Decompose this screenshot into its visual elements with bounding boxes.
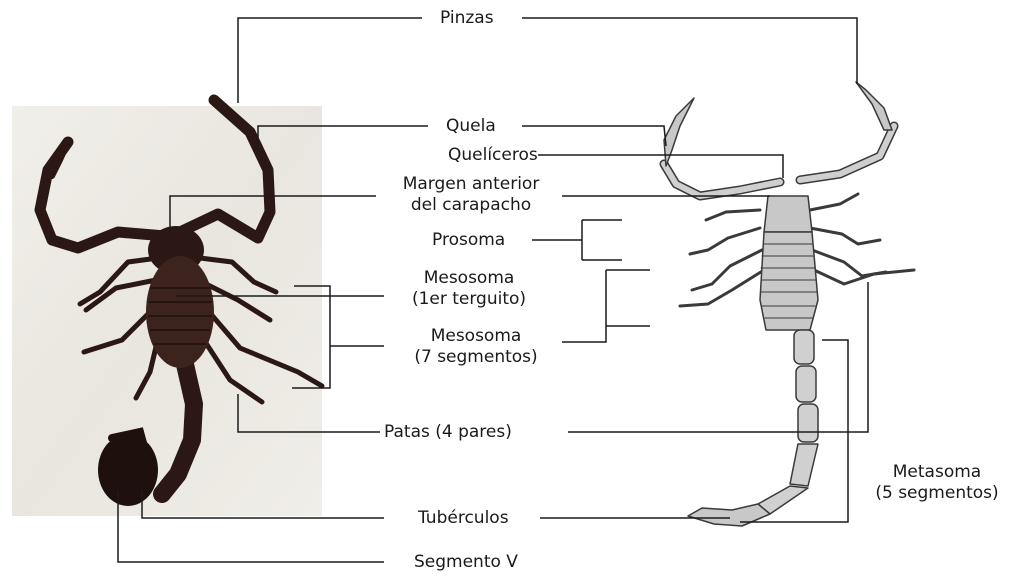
label-queliceros: Quelíceros [448, 145, 538, 166]
label-mesosoma-1-line1: Mesosoma [392, 268, 546, 289]
label-mesosoma-7-line2: (7 segmentos) [394, 347, 558, 368]
scorpion-photo [12, 100, 322, 516]
label-margen-line1: Margen anterior [388, 174, 554, 195]
label-mesosoma-1er-terguito: Mesosoma (1er terguito) [392, 268, 546, 310]
label-mesosoma-1-line2: (1er terguito) [392, 289, 546, 310]
label-margen-anterior: Margen anterior del carapacho [388, 174, 554, 216]
label-metasoma: Metasoma (5 segmentos) [852, 462, 1022, 504]
label-metasoma-line1: Metasoma [852, 462, 1022, 483]
label-margen-line2: del carapacho [388, 195, 554, 216]
label-patas: Patas (4 pares) [384, 422, 512, 443]
label-pinzas: Pinzas [440, 8, 494, 29]
label-quela: Quela [446, 116, 496, 137]
label-tuberculos: Tubérculos [418, 508, 509, 529]
label-mesosoma-7-segmentos: Mesosoma (7 segmentos) [394, 326, 558, 368]
label-mesosoma-7-line1: Mesosoma [394, 326, 558, 347]
scorpion-drawing [664, 82, 914, 526]
label-metasoma-line2: (5 segmentos) [852, 483, 1022, 504]
label-segmento-v: Segmento V [414, 552, 518, 573]
label-prosoma: Prosoma [432, 230, 505, 251]
